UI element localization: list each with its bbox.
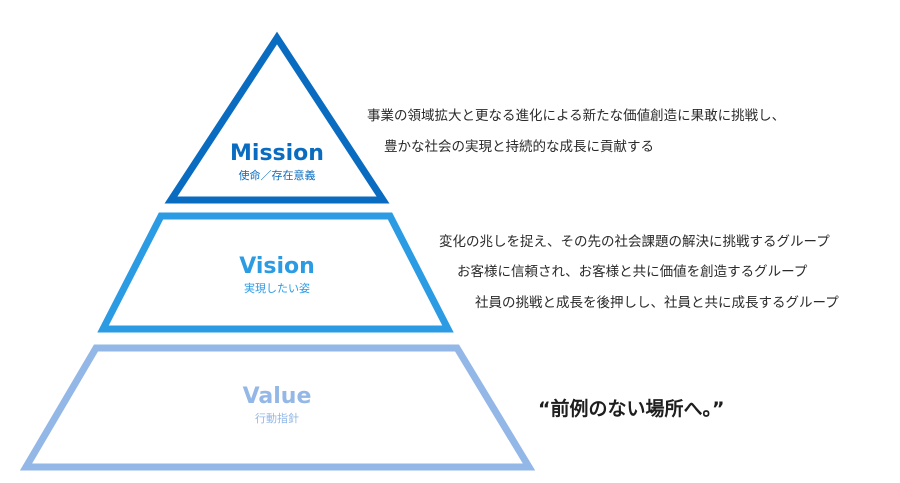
vision-description-line-3: 社員の挑戦と成長を後押しし、社員と共に成長するグループ: [475, 295, 839, 311]
mission-subtitle: 使命／存在意義: [238, 169, 316, 182]
value-tier-outline: [19, 344, 536, 471]
value-title: Value: [242, 384, 312, 409]
mission-description-line-2: 豊かな社会の実現と持続的な成長に貢献する: [384, 139, 654, 155]
vision-subtitle: 実現したい姿: [244, 282, 310, 295]
mission-title: Mission: [230, 141, 324, 166]
vision-description-line-2: お客様に信頼され、お客様と共に価値を創造するグループ: [457, 264, 808, 280]
vision-tier-outline: [97, 212, 454, 333]
vision-title: Vision: [239, 254, 315, 279]
mission-description-line-1: 事業の領域拡大と更なる進化による新たな価値創造に果敢に挑戦し、: [367, 108, 786, 124]
value-subtitle: 行動指針: [255, 412, 299, 425]
vision-description-line-1: 変化の兆しを捉え、その先の社会課題の解決に挑戦するグループ: [439, 234, 830, 250]
value-slogan: “前例のない場所へ。”: [538, 398, 725, 420]
mission-tier-outline: [164, 31, 390, 204]
